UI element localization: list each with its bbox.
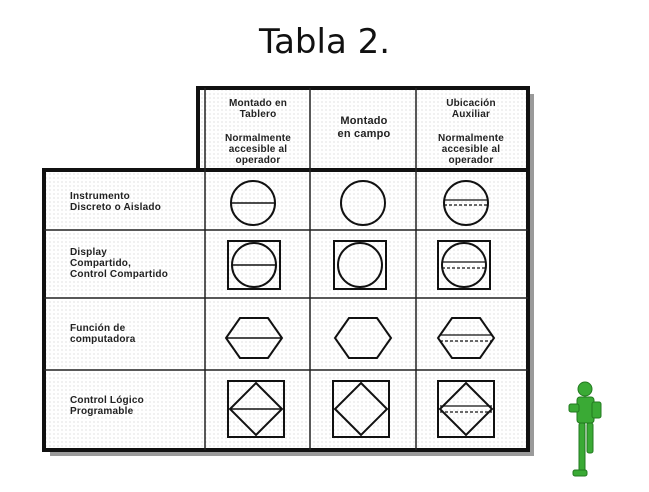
header-auxiliary-note: Normalmente accesible al operador (437, 133, 505, 166)
symbol-computer-panel (224, 317, 284, 359)
header-panel-note: Normalmente accesible al operador (224, 133, 292, 166)
header-panel-title: Montado en Tablero (228, 98, 288, 120)
symbol-shared-field (333, 240, 387, 290)
symbol-plc-panel (227, 380, 285, 438)
header-auxiliary-title: Ubicación Auxiliar (446, 98, 496, 120)
symbol-discrete-field (340, 180, 386, 226)
row-label-plc: Control Lógico Programable (70, 395, 144, 417)
symbol-shared-panel (227, 240, 281, 290)
row-label-computer: Función de computadora (70, 323, 136, 345)
green-figure-icon (568, 381, 602, 477)
symbol-computer-auxiliary (436, 317, 496, 359)
symbol-shared-auxiliary (437, 240, 491, 290)
symbol-plc-auxiliary (437, 380, 495, 438)
symbol-plc-field (332, 380, 390, 438)
row-label-shared: Display Compartido, Control Compartido (70, 247, 169, 280)
header-field-title: Montado en campo (337, 115, 391, 140)
symbol-discrete-panel (230, 180, 276, 226)
row-label-discrete: Instrumento Discreto o Aislado (70, 191, 162, 213)
symbol-computer-field (333, 317, 393, 359)
slide-title: Tabla 2. (258, 22, 391, 62)
symbol-discrete-auxiliary (443, 180, 489, 226)
